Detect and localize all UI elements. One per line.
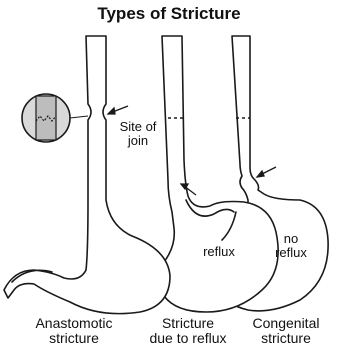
site-of-join-label: Site of join	[110, 120, 166, 148]
caption-congenital-line-2: stricture	[240, 331, 332, 346]
site-of-join-line-2: join	[110, 134, 166, 148]
caption-reflux: Stricture due to reflux	[140, 316, 236, 346]
caption-anastomotic: Anastomotic stricture	[24, 316, 124, 346]
no-reflux-label: no reflux	[266, 232, 316, 260]
caption-anastomotic-line-2: stricture	[24, 331, 124, 346]
caption-reflux-line-2: due to reflux	[140, 331, 236, 346]
no-reflux-line-1: no	[266, 232, 316, 246]
no-reflux-line-2: reflux	[266, 246, 316, 260]
reflux-label: reflux	[194, 245, 244, 259]
caption-congenital: Congenital stricture	[240, 316, 332, 346]
caption-congenital-line-1: Congenital	[240, 316, 332, 331]
inset-magnifier	[22, 94, 88, 142]
site-of-join-line-1: Site of	[110, 120, 166, 134]
caption-anastomotic-line-1: Anastomotic	[24, 316, 124, 331]
caption-reflux-line-1: Stricture	[140, 316, 236, 331]
